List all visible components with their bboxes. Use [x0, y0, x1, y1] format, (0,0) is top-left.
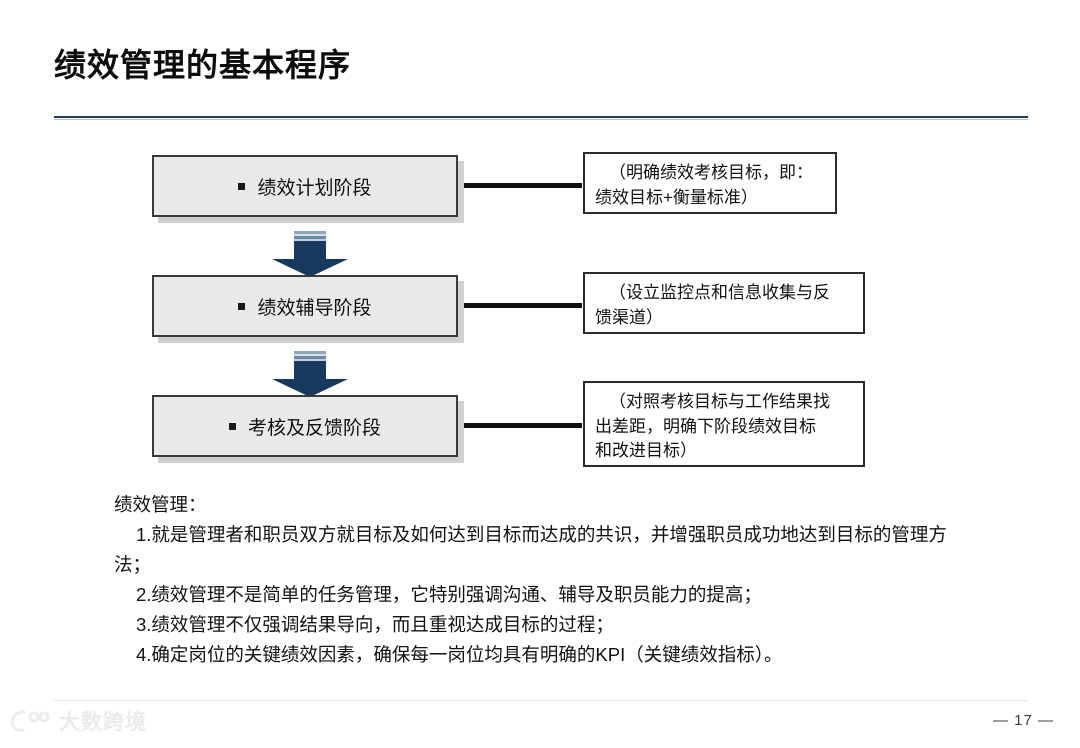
body-list-item-1: 1.就是管理者和职员双方就目标及如何达到目标而达成的共识，并增强职员成功地达到目…	[114, 523, 947, 575]
square-bullet-icon	[238, 302, 246, 310]
body-list-item-4: 4.确定岗位的关键绩效因素，确保每一岗位均具有明确的KPI（关键绩效指标）。	[136, 643, 783, 665]
down-arrow-icon-2	[272, 351, 348, 397]
callout-line: 和改进目标）	[595, 441, 697, 461]
title-divider-highlight	[54, 119, 1028, 120]
flow-stage-label-3: 考核及反馈阶段	[247, 417, 381, 439]
logo-mark-icon	[10, 708, 52, 734]
square-bullet-icon	[228, 422, 236, 430]
callout-line: （对照考核目标与工作结果找	[609, 392, 830, 411]
callout-box-2: （设立监控点和信息收集与反 馈渠道）	[583, 272, 865, 334]
footer-divider	[54, 700, 1028, 701]
connector-line-1	[464, 183, 582, 188]
callout-line: 出差距，明确下阶段绩效目标	[595, 416, 816, 436]
body-list-item-3: 3.绩效管理不仅强调结果导向，而且重视达成目标的过程；	[136, 613, 614, 635]
flow-stage-box-3[interactable]: 考核及反馈阶段	[152, 395, 458, 457]
flow-stage-label-2: 绩效辅导阶段	[257, 297, 372, 319]
body-heading: 绩效管理：	[114, 494, 207, 515]
square-bullet-icon	[238, 182, 246, 190]
callout-box-3: （对照考核目标与工作结果找 出差距，明确下阶段绩效目标 和改进目标）	[583, 381, 865, 467]
flow-stage-label-1: 绩效计划阶段	[257, 177, 372, 199]
down-arrow-icon-1	[272, 231, 348, 277]
page-title: 绩效管理的基本程序	[54, 47, 352, 83]
callout-line: （明确绩效考核目标，即：	[609, 163, 813, 182]
watermark-text: 大数跨境	[59, 711, 147, 734]
callout-line: （设立监控点和信息收集与反	[609, 283, 830, 302]
body-text-block: 绩效管理： 1.就是管理者和职员双方就目标及如何达到目标而达成的共识，并增强职员…	[114, 490, 974, 670]
body-list-item-2: 2.绩效管理不是简单的任务管理，它特别强调沟通、辅导及职员能力的提高；	[136, 583, 762, 605]
flow-stage-box-2[interactable]: 绩效辅导阶段	[152, 275, 458, 337]
connector-line-2	[464, 303, 582, 308]
watermark-logo: 大数跨境	[10, 706, 147, 736]
callout-box-1: （明确绩效考核目标，即： 绩效目标+衡量标准）	[583, 152, 837, 214]
title-divider	[54, 116, 1028, 118]
connector-line-3	[464, 423, 582, 428]
flow-stage-box-1[interactable]: 绩效计划阶段	[152, 155, 458, 217]
callout-line: 绩效目标+衡量标准）	[595, 187, 758, 207]
callout-line: 馈渠道）	[595, 307, 663, 327]
flow-diagram: 绩效计划阶段 绩效辅导阶段	[152, 152, 865, 467]
page-number: — 17 —	[992, 712, 1054, 729]
